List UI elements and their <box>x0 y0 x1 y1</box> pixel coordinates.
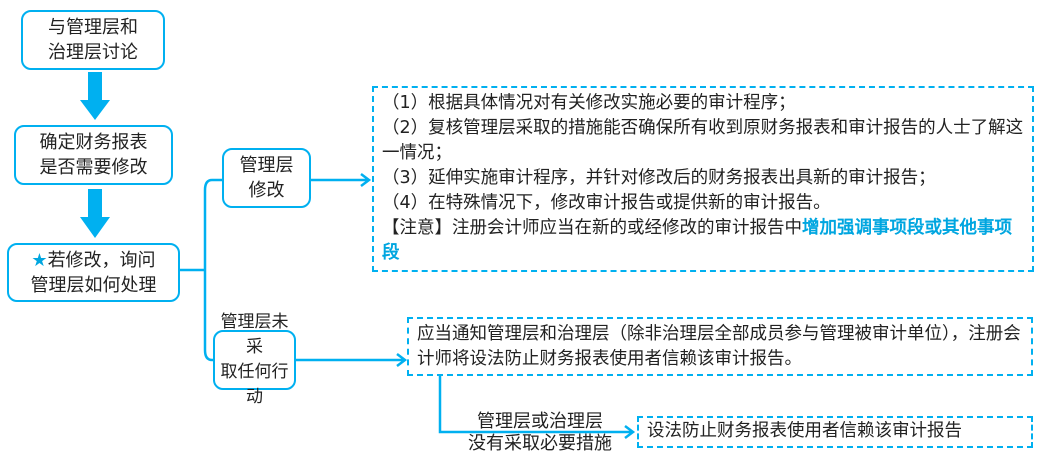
final-box: 设法防止财务报表使用者信赖该审计报告 <box>637 416 1033 448</box>
detail-item: （3）延伸实施审计程序，并针对修改后的财务报表出具新的审计报告； <box>382 168 936 188</box>
detail-item: （2）复核管理层采取的措施能否确保所有收到原财务报表和审计报告的人士了解这一情况… <box>382 118 1024 163</box>
text: 取任何行动 <box>220 362 289 407</box>
down-arrow-2 <box>80 189 110 238</box>
text: 确定财务报表 <box>39 132 148 153</box>
detail-item: （4）在特殊情况下，修改审计报告或提供新的审计报告。 <box>382 193 831 213</box>
note: 【注意】注册会计师应当在新的或经修改的审计报告中增加强调事项段或其他事项段 <box>382 216 1024 266</box>
discuss-node: 与管理层和治理层讨论 <box>21 10 165 70</box>
detail-item: （1）根据具体情况对有关修改实施必要的审计程序； <box>382 93 796 113</box>
no-action-node: 管理层未采取任何行动 <box>213 312 296 407</box>
notify-text: 应当通知管理层和治理层（除非治理层全部成员参与管理被审计单位），注册会计师将设法… <box>417 324 1021 369</box>
text: 管理层未采 <box>220 312 289 357</box>
text: 管理层如何处理 <box>30 274 157 296</box>
modify-detail-box: （1）根据具体情况对有关修改实施必要的审计程序； （2）复核管理层采取的措施能否… <box>372 86 1034 272</box>
text: 治理层讨论 <box>48 42 138 63</box>
determine-node: 确定财务报表是否需要修改 <box>14 125 173 185</box>
star-icon: ★ <box>31 249 48 271</box>
arrow-to-notify <box>296 353 408 367</box>
arrow-to-final <box>438 376 636 439</box>
note-text: 【注意】注册会计师应当在新的或经修改的审计报告中 <box>382 218 802 238</box>
text: 管理层或治理层 <box>477 411 603 432</box>
note-highlight: 增加强调事项段或其他事项段 <box>382 218 1012 263</box>
final-text: 设法防止财务报表使用者信赖该审计报告 <box>647 421 962 441</box>
text: 是否需要修改 <box>39 157 148 178</box>
text: 与管理层和 <box>48 17 138 38</box>
down-arrow-1 <box>80 72 110 120</box>
text: 管理层 <box>239 155 294 176</box>
notify-box: 应当通知管理层和治理层（除非治理层全部成员参与管理被审计单位），注册会计师将设法… <box>407 317 1033 376</box>
arrow-to-modify-detail <box>311 173 372 187</box>
modify-node: 管理层修改 <box>222 148 311 208</box>
text: 没有采取必要措施 <box>468 433 612 454</box>
text: 若修改，询问 <box>47 249 156 271</box>
ask-node: ★若修改，询问管理层如何处理 <box>7 243 180 302</box>
branch-line <box>180 178 222 362</box>
edge-label: 管理层或治理层没有采取必要措施 <box>450 411 630 455</box>
text: 修改 <box>248 180 285 201</box>
